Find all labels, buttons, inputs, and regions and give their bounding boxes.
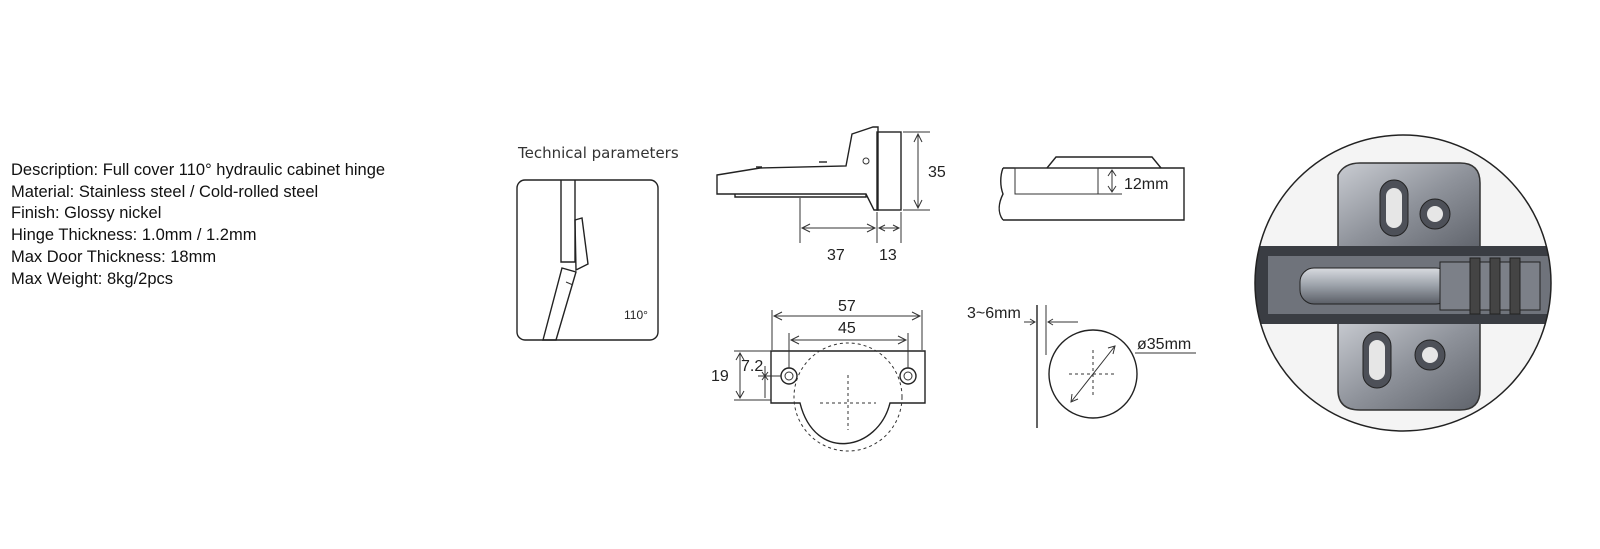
dim-37: 37 (827, 247, 845, 264)
spec-door-thickness: Max Door Thickness: 18mm (11, 247, 217, 266)
dim-35: 35 (928, 164, 946, 181)
side-view: 35 37 13 (716, 126, 946, 264)
angle-label: 110° (624, 308, 648, 322)
spec-weight: Max Weight: 8kg/2pcs (11, 269, 174, 288)
dim-57: 57 (838, 298, 856, 315)
plan-view: 57 45 19 7.2 (711, 298, 926, 452)
hinge-photo-icon (1254, 134, 1552, 432)
spec-finish: Finish: Glossy nickel (11, 204, 162, 223)
spec-description: Description: Full cover 110° hydraulic c… (11, 161, 386, 179)
spec-thickness: Hinge Thickness: 1.0mm / 1.2mm (11, 226, 257, 245)
dim-45: 45 (838, 320, 856, 337)
dim-7-2: 7.2 (741, 358, 763, 375)
dim-13: 13 (879, 247, 897, 264)
dim-19: 19 (711, 368, 729, 385)
drilling-view: 3~6mm ø35mm (967, 305, 1196, 428)
dim-35mm: ø35mm (1137, 336, 1191, 353)
spec-material: Material: Stainless steel / Cold-rolled … (11, 182, 319, 201)
cup-depth-view: 12mm (998, 156, 1185, 221)
dim-12mm: 12mm (1124, 176, 1168, 193)
diagram-title: Technical parameters (517, 144, 679, 162)
dim-3-6mm: 3~6mm (967, 305, 1021, 322)
spec-list: Description: Full cover 110° hydraulic c… (11, 160, 385, 290)
opening-angle-view: 110° (516, 179, 659, 341)
